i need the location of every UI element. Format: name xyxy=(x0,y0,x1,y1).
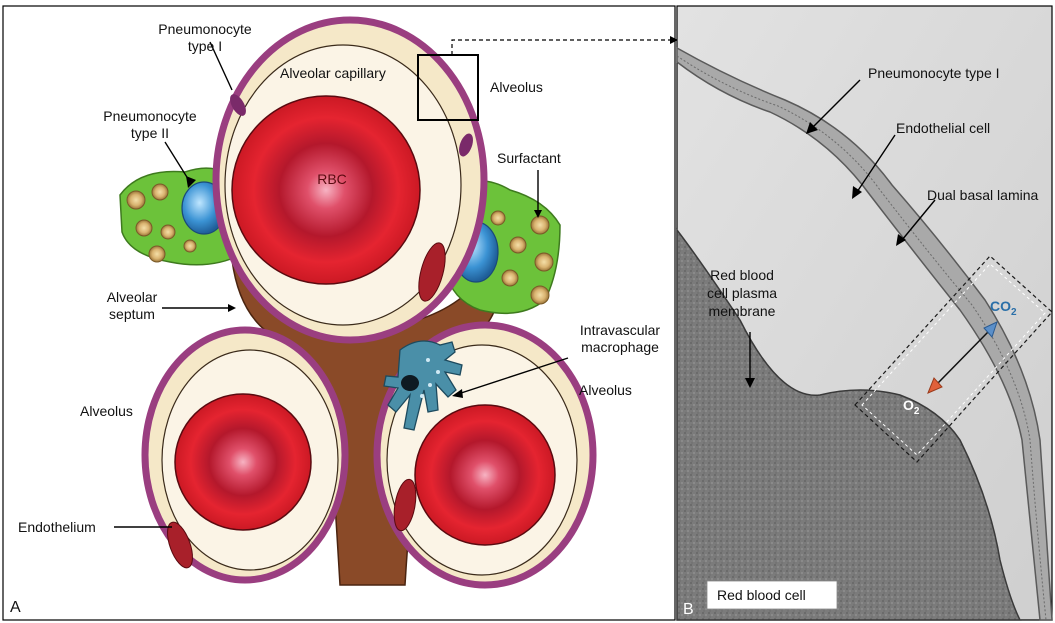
panel-a-letter: A xyxy=(10,599,21,616)
label-intravascular-macrophage: Intravascular xyxy=(580,322,660,338)
panel-a: Pneumonocyte type I Alveolar capillary A… xyxy=(3,6,678,620)
rbc-bottom-right xyxy=(415,405,555,545)
label-alveolus-top: Alveolus xyxy=(490,79,543,95)
label-em-red-blood-cell: Red blood cell xyxy=(717,587,806,603)
label-surfactant: Surfactant xyxy=(497,150,561,166)
lamellar-body xyxy=(510,237,526,253)
label-pneumocyte-type-i: type I xyxy=(188,38,222,54)
label-alveolus-right: Alveolus xyxy=(579,382,632,398)
lamellar-body xyxy=(502,270,518,286)
lamellar-body xyxy=(184,240,196,252)
label-em-dual-basal-lamina: Dual basal lamina xyxy=(927,187,1038,203)
rbc-bottom-left xyxy=(175,394,311,530)
label-em-endothelial-cell: Endothelial cell xyxy=(896,120,990,136)
label-pneumocyte-type-ii: type II xyxy=(131,125,169,141)
panel-b-letter: B xyxy=(683,601,694,618)
label-pneumocyte-type-ii: Pneumonocyte xyxy=(103,108,197,124)
label-em-rbc-membrane: membrane xyxy=(709,303,776,319)
label-alveolar-septum: septum xyxy=(109,306,155,322)
lamellar-body xyxy=(491,211,505,225)
label-alveolus-left: Alveolus xyxy=(80,403,133,419)
panel-b: Pneumonocyte type I Endothelial cell Dua… xyxy=(677,6,1052,620)
label-alveolar-capillary: Alveolar capillary xyxy=(280,65,386,81)
label-endothelium: Endothelium xyxy=(18,519,96,535)
label-intravascular-macrophage: macrophage xyxy=(581,339,659,355)
lamellar-body xyxy=(531,286,549,304)
lamellar-body xyxy=(152,184,168,200)
label-alveolar-septum: Alveolar xyxy=(107,289,158,305)
label-em-rbc-membrane: cell plasma xyxy=(707,285,777,301)
lamellar-body xyxy=(127,191,145,209)
lamellar-body xyxy=(136,220,152,236)
lamellar-body xyxy=(535,253,553,271)
lamellar-body xyxy=(161,225,175,239)
lamellar-body xyxy=(149,246,165,262)
label-pneumocyte-type-i: Pneumonocyte xyxy=(158,21,252,37)
rbc-top xyxy=(232,96,420,284)
label-em-pneumocyte-type-i: Pneumonocyte type I xyxy=(868,65,1000,81)
lamellar-body xyxy=(531,216,549,234)
label-rbc: RBC xyxy=(317,171,347,187)
macrophage-nucleus xyxy=(401,375,419,391)
capillary-bottom-left xyxy=(145,330,345,580)
label-em-rbc-membrane: Red blood xyxy=(710,267,774,283)
